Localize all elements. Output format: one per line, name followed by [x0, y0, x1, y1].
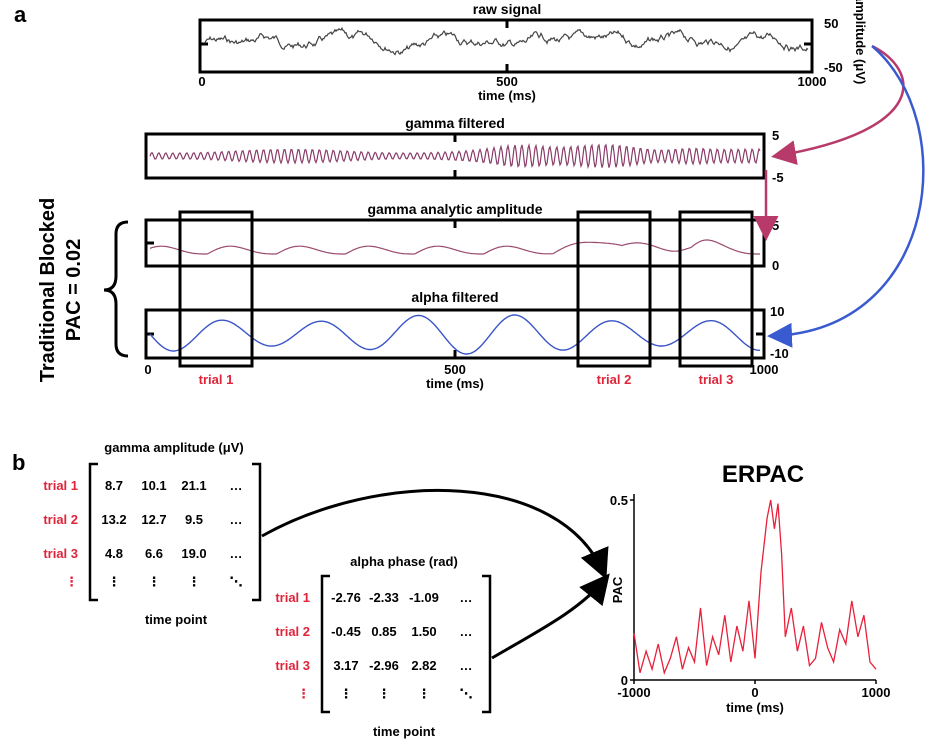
erpac-y-tick-label: 0	[621, 673, 628, 688]
erpac-x-tick-label: 1000	[862, 685, 891, 700]
alpha-x-tick-0: 0	[144, 362, 151, 377]
arrow-alpha-to-erpac	[491, 573, 610, 660]
matrix-cell: 10.1	[141, 478, 166, 493]
erpac-y-tick-label: 0.5	[610, 493, 628, 508]
trial-label-3: trial 3	[699, 372, 734, 387]
matrix-cell: 4.8	[105, 546, 123, 561]
gamma-filtered-y-top: 5	[772, 128, 779, 143]
gamma-matrix-right-bracket	[252, 462, 262, 602]
erpac-x-tick-label: 0	[751, 685, 758, 700]
matrix-cell: -2.96	[369, 658, 399, 673]
arrow-to-alpha	[767, 45, 925, 348]
matrix-cell: …	[460, 658, 473, 673]
raw-x-tick-0: 0	[198, 74, 205, 89]
side-label-line2: PAC = 0.02	[63, 239, 85, 341]
trial-box-2	[576, 210, 652, 368]
alpha-matrix-right-bracket	[482, 574, 492, 714]
gamma-amp-trace	[149, 239, 760, 255]
matrix-cell: 9.5	[185, 512, 203, 527]
raw-signal-trace	[203, 26, 809, 56]
trial-box-1	[178, 210, 254, 368]
matrix-cell: 3.17	[333, 658, 358, 673]
side-brace	[103, 220, 129, 358]
matrix-cell: 19.0	[181, 546, 206, 561]
matrix-cell: …	[460, 590, 473, 605]
matrix-cell: 2.82	[411, 658, 436, 673]
matrix-cell: 8.7	[105, 478, 123, 493]
matrix-row-label: trial 1	[43, 478, 78, 493]
matrix-row-label: trial 2	[43, 512, 78, 527]
gamma-filtered-title: gamma filtered	[405, 115, 505, 131]
matrix-cell: 21.1	[181, 478, 206, 493]
gamma-amp-y-bottom: 0	[772, 258, 779, 273]
matrix-cell: 12.7	[141, 512, 166, 527]
erpac-y-label: PAC	[610, 576, 625, 603]
raw-y-bottom: -50	[824, 60, 843, 75]
alpha-matrix-footer: time point	[373, 724, 436, 739]
alpha-x-tick-1000: 1000	[750, 362, 779, 377]
side-label-line1: Traditional Blocked	[37, 198, 59, 382]
matrix-cell: 13.2	[101, 512, 126, 527]
erpac-x-label: time (ms)	[726, 700, 784, 715]
matrix-row-label: trial 3	[43, 546, 78, 561]
alpha-x-tick-500: 500	[444, 362, 466, 377]
matrix-row-label: ⋮	[297, 686, 310, 701]
arrow-gamma-to-erpac	[261, 489, 609, 580]
matrix-row-label: trial 2	[275, 624, 310, 639]
gamma-amp-y-top: 5	[772, 218, 779, 233]
matrix-cell: …	[230, 546, 243, 561]
gamma-matrix-title: gamma amplitude (μV)	[104, 440, 243, 455]
raw-y-top: 50	[824, 16, 838, 31]
matrix-row-label: trial 3	[275, 658, 310, 673]
gamma-filtered-trace	[149, 142, 761, 170]
raw-signal-title: raw signal	[473, 1, 541, 17]
matrix-cell: 1.50	[411, 624, 436, 639]
erpac-series-line	[633, 499, 877, 675]
panel-a-label: a	[14, 2, 27, 27]
trial-label-1: trial 1	[199, 372, 234, 387]
raw-x-tick-500: 500	[496, 74, 518, 89]
matrix-row-label: ⋮	[65, 574, 78, 589]
raw-x-tick-1000: 1000	[798, 74, 827, 89]
erpac-title: ERPAC	[722, 461, 804, 488]
erpac-x-tick-label: -1000	[617, 685, 650, 700]
matrix-cell: ⋮	[378, 686, 391, 701]
raw-x-label: time (ms)	[478, 88, 536, 103]
arrow-to-gamma	[771, 44, 905, 165]
gamma-matrix-footer: time point	[145, 612, 208, 627]
matrix-cell: …	[230, 478, 243, 493]
matrix-cell: 0.85	[371, 624, 396, 639]
matrix-cell: ⋱	[230, 574, 243, 589]
matrix-cell: ⋱	[460, 686, 473, 701]
matrix-cell: ⋮	[188, 574, 201, 589]
alpha-filtered-title: alpha filtered	[411, 289, 498, 305]
trial-label-2: trial 2	[597, 372, 632, 387]
gamma-filtered-y-bottom: -5	[772, 170, 784, 185]
alpha-filtered-y-bottom: -10	[770, 346, 789, 361]
alpha-matrix-title: alpha phase (rad)	[350, 554, 458, 569]
matrix-cell: …	[460, 624, 473, 639]
alpha-filtered-y-top: 10	[770, 304, 784, 319]
matrix-cell: ⋮	[148, 574, 161, 589]
matrix-cell: -0.45	[331, 624, 361, 639]
trial-box-3	[678, 210, 754, 368]
alpha-x-label: time (ms)	[426, 376, 484, 391]
matrix-cell: ⋮	[108, 574, 121, 589]
matrix-cell: -2.33	[369, 590, 399, 605]
matrix-cell: -1.09	[409, 590, 439, 605]
gamma-amp-title: gamma analytic amplitude	[367, 201, 542, 217]
matrix-cell: …	[230, 512, 243, 527]
matrix-cell: ⋮	[340, 686, 353, 701]
raw-y-unit: amplitude (μV)	[853, 0, 868, 84]
matrix-cell: 6.6	[145, 546, 163, 561]
gamma-matrix-left-bracket	[88, 462, 98, 602]
matrix-row-label: trial 1	[275, 590, 310, 605]
alpha-matrix-left-bracket	[320, 574, 330, 714]
panel-b-label: b	[12, 450, 25, 475]
alpha-filtered-trace	[149, 314, 760, 355]
matrix-cell: ⋮	[418, 686, 431, 701]
matrix-cell: -2.76	[331, 590, 361, 605]
